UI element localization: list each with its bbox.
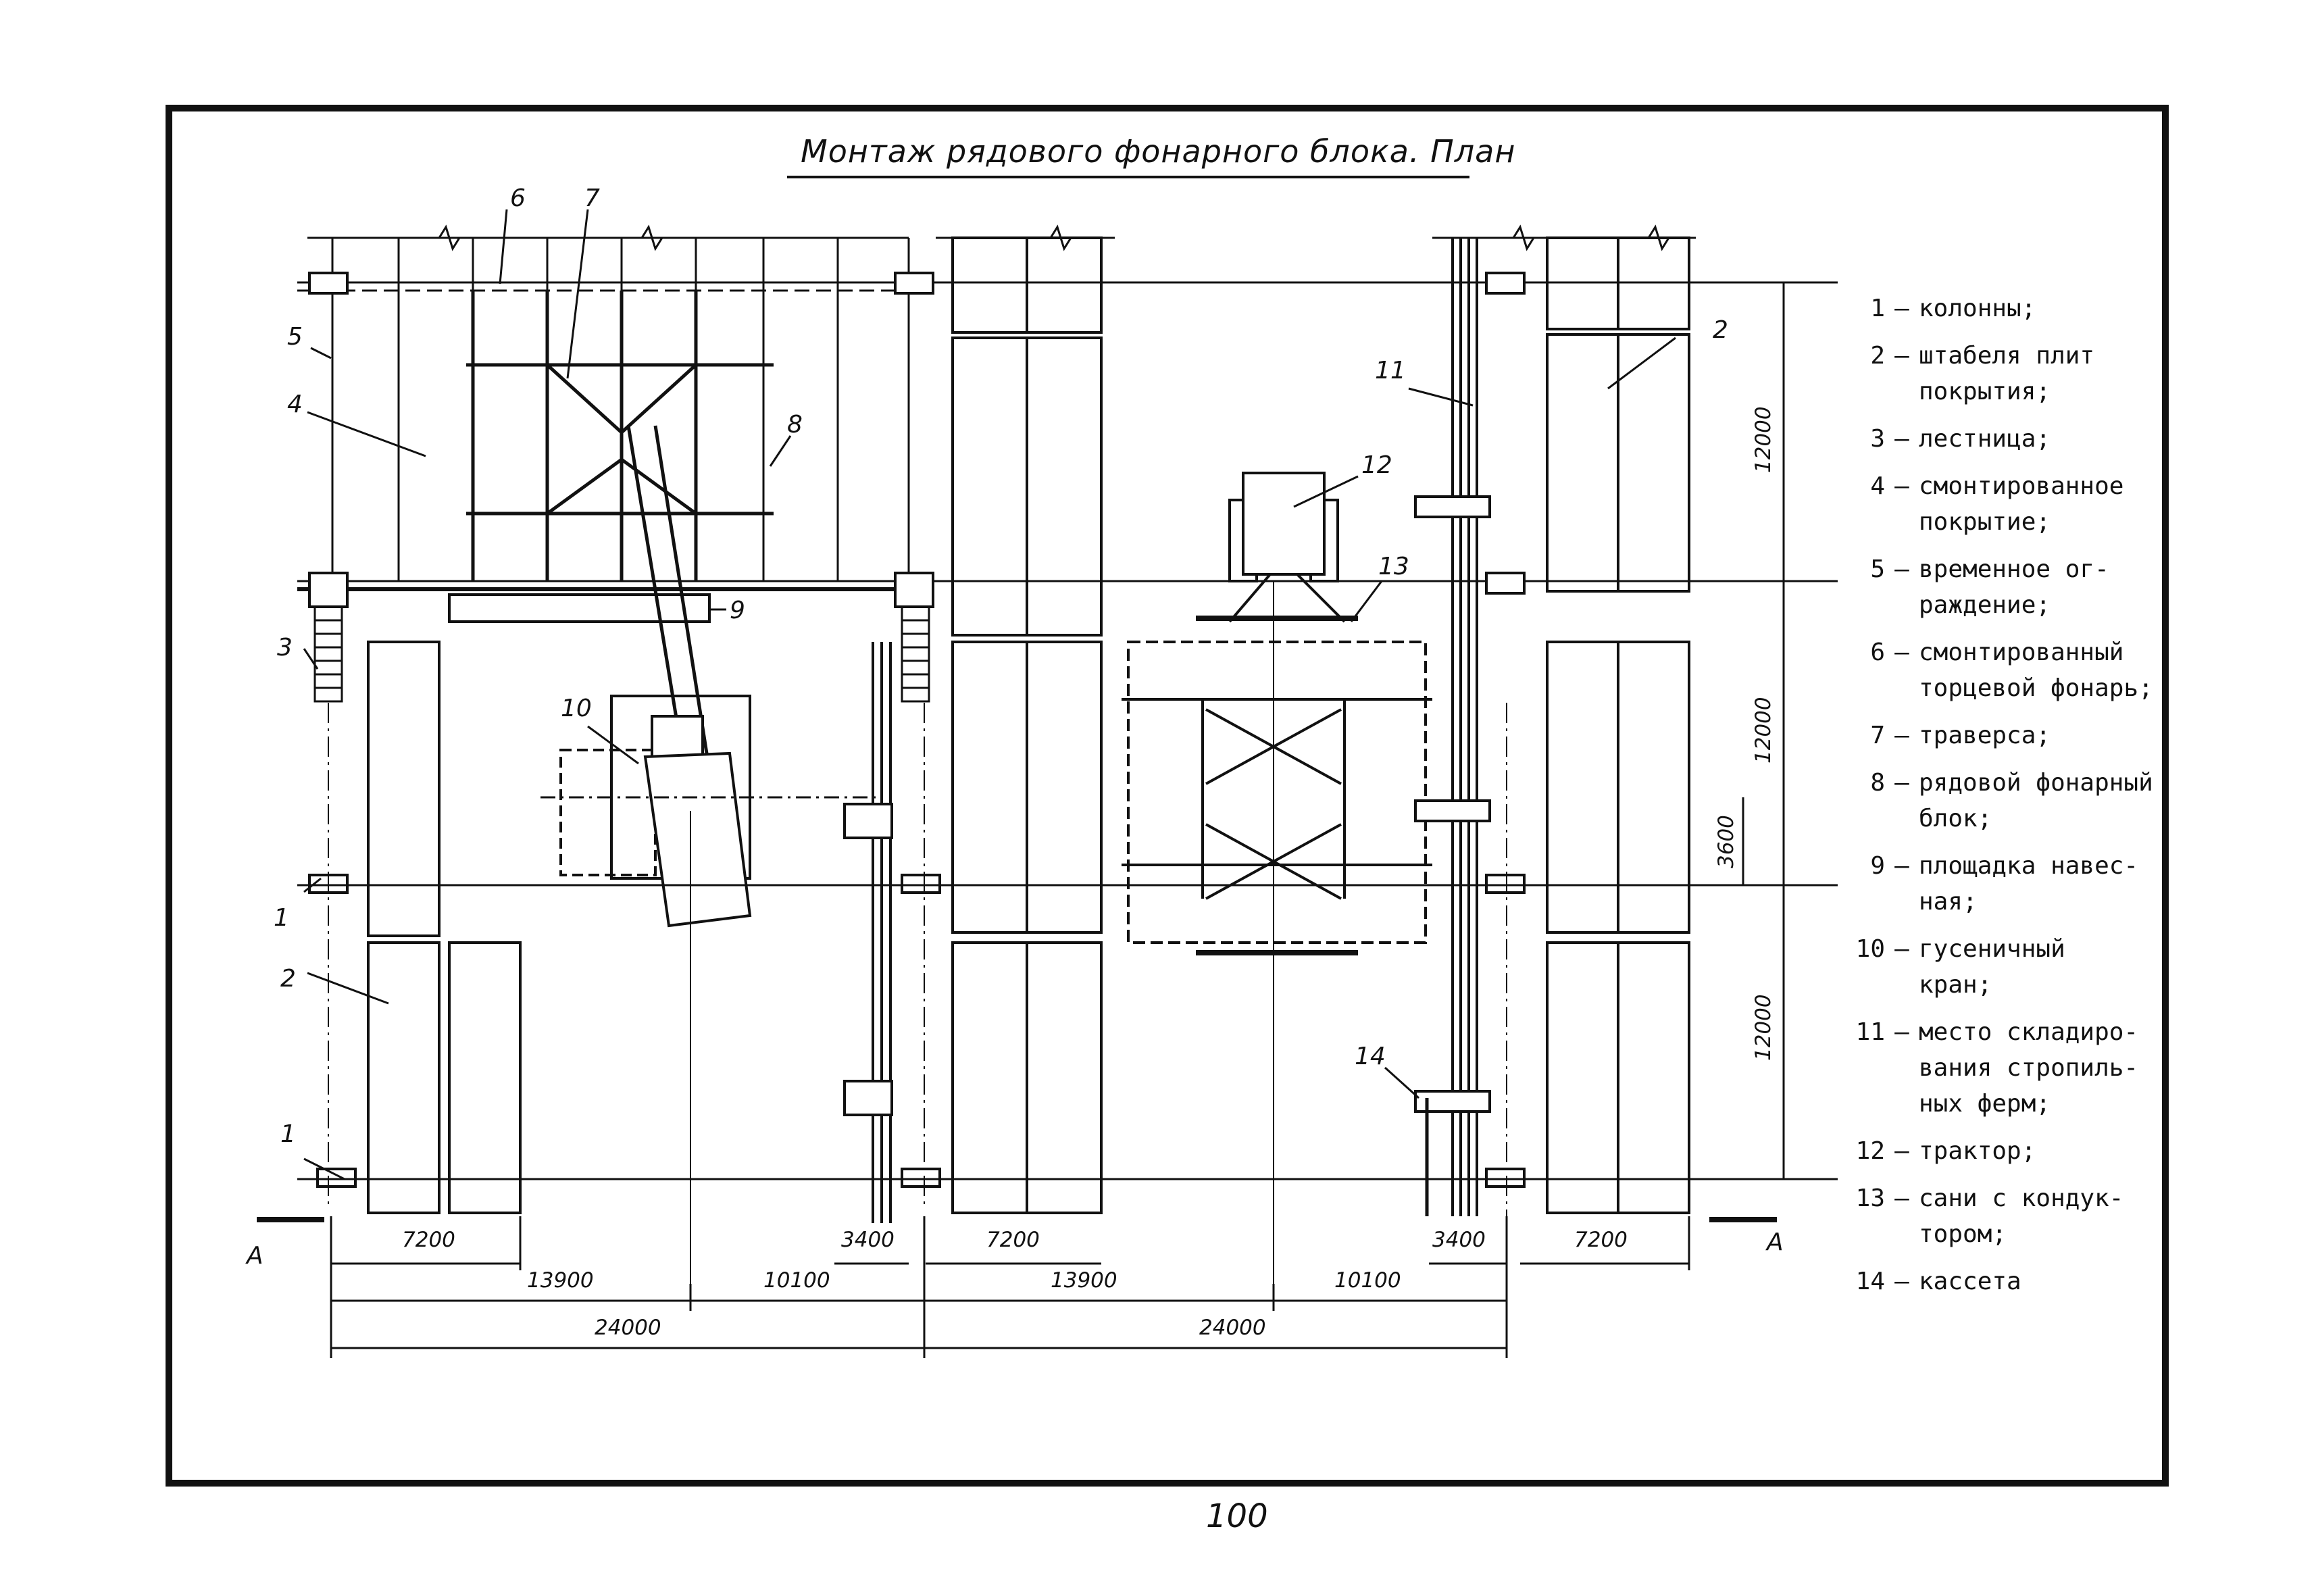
legend-item: 9–площадка навес- ная; [1870, 852, 2139, 916]
legend-item: 3–лестница; [1870, 425, 2051, 453]
callout-3: 3 [277, 634, 293, 662]
right-span [297, 224, 1838, 1284]
callout-1b: 1 [280, 1120, 296, 1148]
sled-with-conductor [1122, 616, 1432, 955]
dim-gap: 3600 [1714, 815, 1738, 868]
callout-11: 11 [1375, 357, 1406, 384]
callout-2b: 2 [1713, 316, 1728, 344]
callout-4: 4 [287, 391, 303, 418]
dimension-lines [257, 282, 1785, 1358]
section-mark-right: А [1765, 1228, 1784, 1256]
callout-1: 1 [274, 904, 289, 932]
dim-stack-right: 7200 [1574, 1228, 1628, 1252]
dim-bay-1: 12000 [1751, 406, 1776, 473]
lantern-block [466, 291, 774, 581]
plate-stack-right [1546, 236, 1690, 1214]
dim-13900-left: 13900 [527, 1268, 594, 1293]
callout-14: 14 [1355, 1043, 1386, 1070]
middle-span [936, 224, 1432, 1304]
legend-item: 11–место складиро- вания стропиль- ных ф… [1855, 1018, 2139, 1118]
dim-stack-left: 7200 [402, 1228, 455, 1252]
legend-item: 5–временное ог- раждение; [1870, 555, 2109, 619]
dim-bay-2: 12000 [1751, 697, 1776, 764]
dim-10100-left: 10100 [763, 1268, 830, 1293]
callout-8: 8 [787, 411, 803, 439]
legend-item: 8–рядовой фонарный блок; [1870, 769, 2153, 832]
legend-item: 10–гусеничный кран; [1855, 935, 2065, 999]
legend-item: 4–смонтированное покрытие; [1870, 472, 2124, 536]
callout-12: 12 [1361, 451, 1392, 479]
tractor [1228, 472, 1346, 623]
legend-item: 2–штабеля плит покрытия; [1870, 342, 2095, 405]
legend-item: 1–колонны; [1870, 295, 2036, 322]
legend-item: 7–траверса; [1870, 722, 2051, 749]
callout-9: 9 [730, 597, 745, 624]
crawler-crane [559, 425, 752, 928]
callout-6: 6 [510, 184, 526, 212]
column-group-right [1485, 272, 1526, 1188]
callout-5: 5 [287, 323, 303, 351]
hanging-platform [448, 593, 711, 623]
dim-truss-left: 3400 [841, 1228, 895, 1252]
truss-storage [1414, 238, 1491, 1216]
dim-span-left: 24000 [595, 1316, 661, 1340]
dim-stack-middle: 7200 [986, 1228, 1040, 1252]
plate-stack-middle [951, 236, 1103, 1214]
dim-13900-right: 13900 [1051, 1268, 1117, 1293]
dim-bay-3: 12000 [1751, 994, 1776, 1061]
truss-storage-left [843, 642, 893, 1223]
section-mark-left: А [245, 1242, 263, 1270]
drawing-frame [166, 105, 2169, 1487]
page-number: 100 [1206, 1497, 1268, 1535]
dim-10100-right: 10100 [1334, 1268, 1401, 1293]
callout-2: 2 [280, 965, 296, 993]
legend-item: 13–сани с кондук- тором; [1855, 1184, 2124, 1248]
stair [313, 605, 930, 703]
callout-leaders [303, 209, 1676, 1180]
legend-item: 6–смонтированный торцевой фонарь; [1870, 639, 2153, 702]
legend-item: 12–трактор; [1855, 1137, 2036, 1165]
drawing-title: Монтаж рядового фонарного блока. План [801, 133, 1515, 170]
dim-truss-right: 3400 [1432, 1228, 1486, 1252]
legend: 1–колонны; 2–штабеля плит покрытия; 3–ле… [1838, 291, 2311, 1311]
legend-item: 14–кассета [1855, 1268, 2021, 1295]
column-group [308, 272, 941, 1188]
callout-13: 13 [1378, 553, 1409, 580]
callout-7: 7 [584, 184, 600, 212]
left-span [297, 224, 1838, 1304]
plate-stack-left [367, 641, 522, 1214]
callout-10: 10 [561, 695, 592, 722]
dim-span-right: 24000 [1199, 1316, 1266, 1340]
